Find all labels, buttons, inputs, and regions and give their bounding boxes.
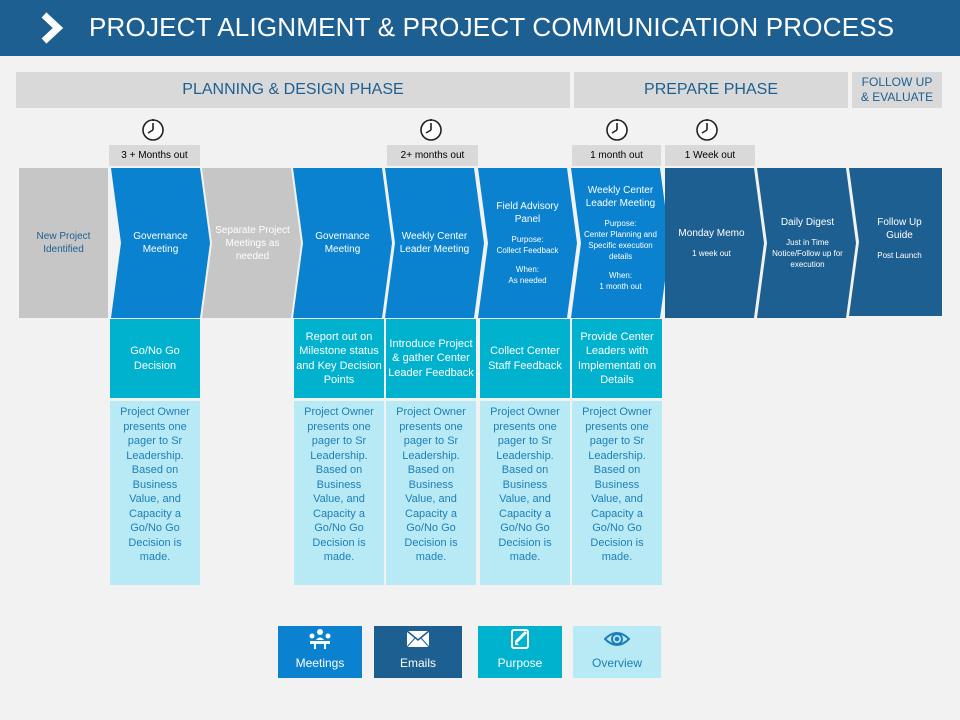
outcome-box: Introduce Project & gather Center Leader…	[386, 319, 476, 398]
step-purpose: Purpose: Collect Feedback	[497, 234, 559, 256]
step-sub: 1 week out	[692, 249, 731, 258]
clock-icon	[696, 119, 718, 141]
step-label: Field Advisory Panel	[496, 201, 559, 225]
clock-icon	[606, 119, 628, 141]
step-new-project: New Project Identified	[19, 168, 108, 318]
step-weekly-center-leader-1: Weekly Center Leader Meeting	[385, 168, 484, 318]
step-label: Governance Meeting	[133, 231, 188, 255]
step-when: When: 1 month out	[599, 270, 641, 292]
legend-label: Overview	[591, 656, 642, 670]
purpose-value: Collect Feedback	[496, 246, 559, 255]
step-label: Daily Digest	[780, 217, 835, 228]
step-daily-digest: Daily Digest Just in Time Notice/Follow …	[757, 168, 856, 318]
legend-meetings: Meetings	[278, 626, 362, 678]
detail-box: Project Owner presents one pager to Sr L…	[386, 401, 476, 585]
page-title: PROJECT ALIGNMENT & PROJECT COMMUNICATIO…	[89, 12, 895, 42]
clock-icon	[420, 119, 442, 141]
phase-label: PLANNING & DESIGN PHASE	[182, 81, 404, 98]
phase-label: PREPARE PHASE	[644, 81, 778, 98]
step-field-advisory-panel: Field Advisory Panel Purpose: Collect Fee…	[478, 168, 577, 318]
step-sub: Post Launch	[877, 251, 922, 260]
step-weekly-center-leader-2: Weekly Center Leader Meeting Purpose: Cen…	[571, 168, 670, 318]
detail-box: Project Owner presents one pager to Sr L…	[480, 401, 570, 585]
outcome-text: Collect Center Staff Feedback	[488, 345, 562, 372]
clock-icon	[142, 119, 164, 141]
envelope-icon	[406, 630, 430, 648]
purpose-label: Purpose:	[511, 235, 544, 244]
step-when: When: As needed	[508, 264, 546, 286]
phase-planning-design: PLANNING & DESIGN PHASE	[16, 72, 570, 108]
step-label: Monday Memo	[678, 228, 745, 239]
legend-label: Emails	[399, 656, 436, 670]
step-label: Follow Up Guide	[877, 217, 922, 241]
outcome-box: Collect Center Staff Feedback	[480, 319, 570, 398]
outcome-text: Report out on Milestone status and Key D…	[296, 330, 382, 387]
pencil-note-icon	[511, 629, 529, 649]
outcome-box: Provide Center Leaders with Implementati…	[572, 319, 662, 398]
step-label: Weekly Center Leader Meeting	[399, 231, 470, 255]
phase-label-line2: & EVALUATE	[860, 90, 934, 104]
step-governance-meeting-2: Governance Meeting	[293, 168, 392, 318]
outcome-box: Report out on Milestone status and Key D…	[294, 319, 384, 398]
when-label: When:	[608, 271, 633, 280]
step-separate-meetings: Separate Project Meetings as needed	[202, 168, 301, 318]
outcome-box: Go/No Go Decision	[110, 319, 200, 398]
timing-label: 1 Week out	[665, 145, 755, 166]
step-label: Separate Project Meetings as needed	[215, 224, 290, 262]
when-value: 1 month out	[599, 282, 642, 291]
timing-label: 3 + Months out	[109, 145, 200, 166]
when-value: As needed	[508, 276, 547, 285]
legend-label: Meetings	[295, 656, 345, 670]
purpose-label: Purpose:	[604, 219, 637, 228]
purpose-value: Center Planning and Specific execution d…	[584, 230, 657, 261]
step-label: Governance Meeting	[315, 231, 370, 255]
step-label: Weekly Center Leader Meeting	[585, 185, 656, 209]
legend-purpose: Purpose	[478, 626, 562, 678]
detail-box: Project Owner presents one pager to Sr L…	[110, 401, 200, 585]
step-sub: Just in Time Notice/Follow up for execut…	[772, 238, 843, 269]
timing-label: 2+ months out	[387, 145, 478, 166]
phase-prepare: PREPARE PHASE	[574, 72, 848, 108]
step-governance-meeting-1: Governance Meeting	[111, 168, 210, 318]
outcome-text: Introduce Project & gather Center Leader…	[388, 337, 474, 379]
detail-box: Project Owner presents one pager to Sr L…	[572, 401, 662, 585]
title-bar: PROJECT ALIGNMENT & PROJECT COMMUNICATIO…	[0, 0, 960, 56]
timing-label: 1 month out	[572, 145, 661, 166]
chevron-right-icon	[41, 12, 64, 44]
meeting-people-icon	[309, 629, 331, 649]
when-label: When:	[515, 265, 540, 274]
legend-emails: Emails	[374, 626, 462, 678]
step-purpose: Purpose: Center Planning and Specific exe…	[581, 218, 660, 262]
step-label: New Project Identified	[36, 231, 91, 255]
phase-label-line1: FOLLOW UP	[861, 75, 933, 89]
step-follow-up-guide: Follow Up Guide Post Launch	[849, 168, 942, 316]
step-monday-memo: Monday Memo 1 week out	[665, 168, 764, 318]
outcome-text: Go/No Go Decision	[130, 345, 180, 372]
legend-label: Purpose	[497, 656, 543, 670]
phase-follow-up-evaluate: FOLLOW UP & EVALUATE	[852, 72, 942, 108]
detail-box: Project Owner presents one pager to Sr L…	[294, 401, 384, 585]
legend-overview: Overview	[573, 626, 661, 678]
outcome-text: Provide Center Leaders with Implementati…	[577, 330, 657, 387]
eye-icon	[604, 632, 630, 646]
